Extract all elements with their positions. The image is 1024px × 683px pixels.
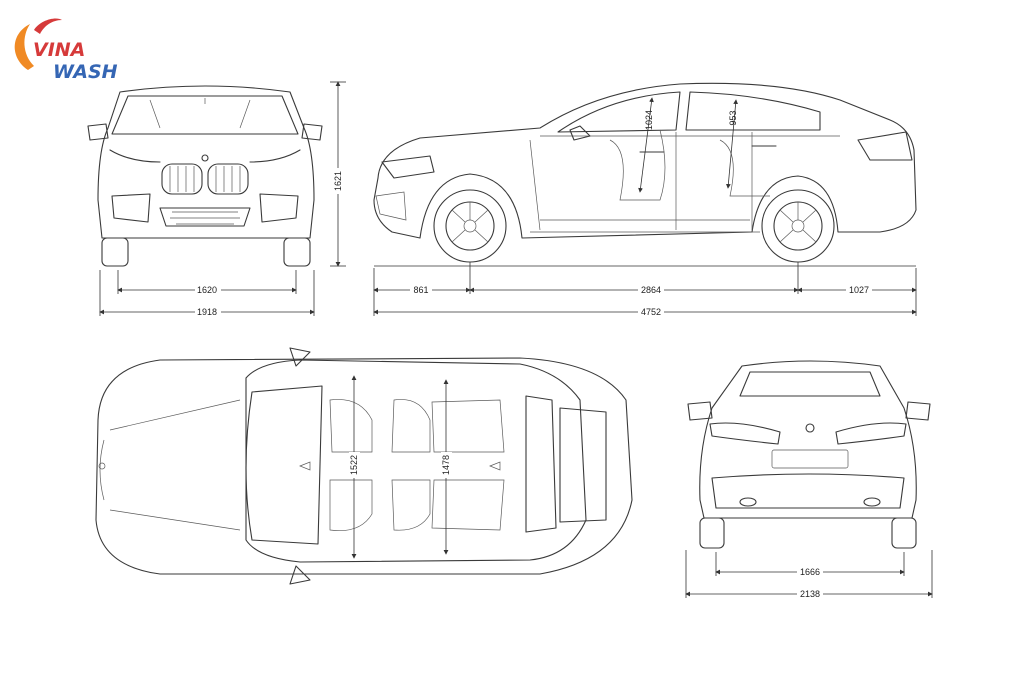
rear-track-label: 1666 <box>800 567 820 577</box>
logo-text-wash: WASH <box>53 61 118 83</box>
bmw-roundel-icon <box>201 154 209 162</box>
top-view <box>95 347 633 585</box>
front-width-label: 1918 <box>197 307 217 317</box>
front-overhang-label: 861 <box>413 285 428 295</box>
brand-logo: VINA WASH <box>14 18 118 83</box>
rear-shoulder-label: 1478 <box>441 455 451 475</box>
length-label: 4752 <box>641 307 661 317</box>
rear-overhang-label: 1027 <box>849 285 869 295</box>
bmw-roundel-icon-top <box>98 462 106 470</box>
rear-view <box>685 360 933 598</box>
front-view <box>87 81 346 316</box>
front-track-label: 1620 <box>197 285 217 295</box>
front-shoulder-label: 1522 <box>349 455 359 475</box>
bmw-roundel-icon-rear <box>805 423 815 433</box>
rear-width-label: 2138 <box>800 589 820 599</box>
logo-text-vina: VINA <box>33 39 85 61</box>
front-headroom-label: 1024 <box>644 110 654 130</box>
front-height-label: 1621 <box>333 171 343 191</box>
logo-swoosh-orange <box>14 24 34 70</box>
logo-swoosh-red <box>34 18 62 34</box>
wheelbase-label: 2864 <box>641 285 661 295</box>
rear-headroom-label: 953 <box>728 110 738 125</box>
